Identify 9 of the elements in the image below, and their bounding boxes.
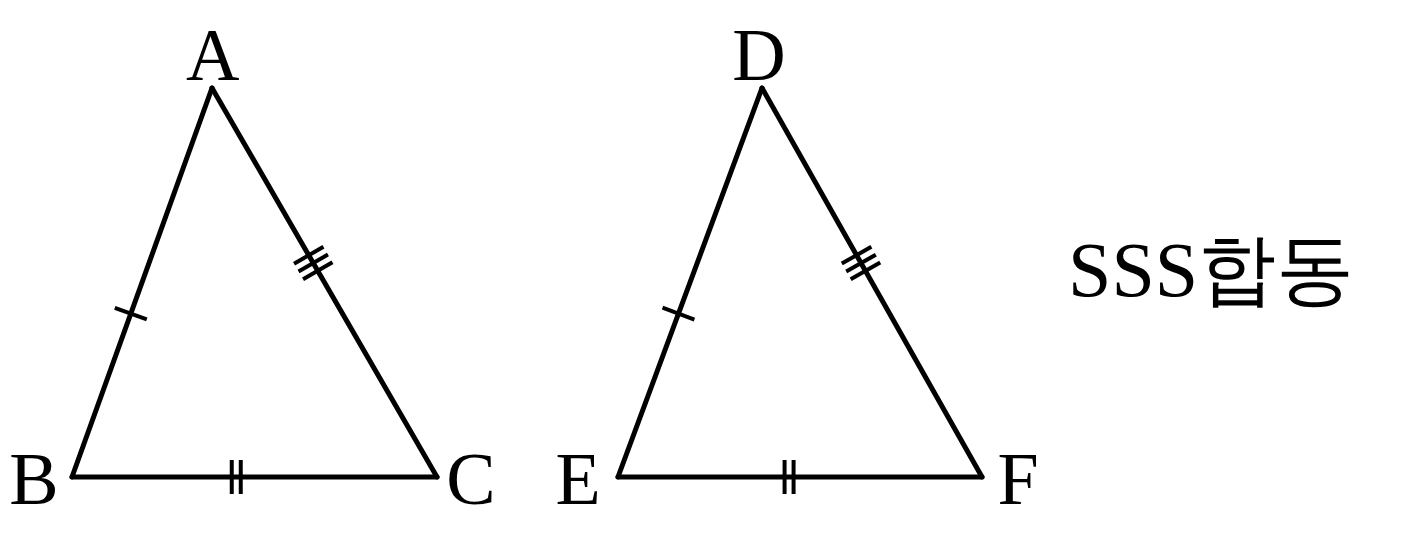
vertex-label: F xyxy=(992,448,1044,510)
vertex-label: C xyxy=(444,448,498,510)
triangle-side xyxy=(759,85,985,480)
congruence-label: SSS합동 xyxy=(1068,230,1355,310)
vertex-label: D xyxy=(730,24,788,86)
vertex-label: E xyxy=(550,448,606,510)
vertex-label: A xyxy=(186,24,238,86)
vertex-label: B xyxy=(6,448,62,510)
triangle-side xyxy=(209,85,440,480)
